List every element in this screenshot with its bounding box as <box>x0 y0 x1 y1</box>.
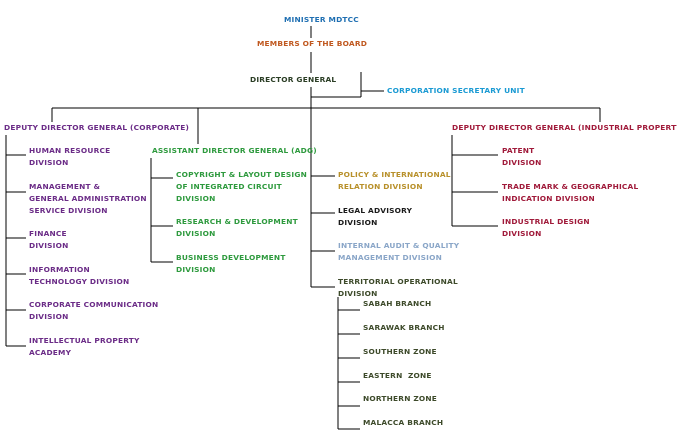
line-2: DIVISION <box>29 158 69 167</box>
line-1: CORPORATE COMMUNICATION <box>29 300 159 309</box>
corporate-communication-division: CORPORATE COMMUNICATION DIVISION <box>29 299 158 323</box>
research-development-division: RESEARCH & DEVELOPMENT DIVISION <box>176 216 298 240</box>
business-development-division: BUSINESS DEVELOPMENT DIVISION <box>176 252 286 276</box>
human-resource-division: HUMAN RESOURCE DIVISION <box>29 145 110 169</box>
zone-southern: SOUTHERN ZONE <box>363 347 437 356</box>
line-2: DIVISION <box>338 289 378 298</box>
trademark-gi-division: TRADE MARK & GEOGRAPHICAL INDICATION DIV… <box>502 181 638 205</box>
line-1: LEGAL ADVISORY <box>338 206 413 215</box>
industrial-design-division: INDUSTRIAL DESIGN DIVISION <box>502 216 590 240</box>
line-2: DIVISION <box>29 312 69 321</box>
zone-eastern: EASTERN ZONE <box>363 371 432 380</box>
line-1: PATENT <box>502 146 535 155</box>
copyright-layout-division: COPYRIGHT & LAYOUT DESIGN OF INTEGRATED … <box>176 169 307 205</box>
line-2: DIVISION <box>502 229 542 238</box>
line-1: INDUSTRIAL DESIGN <box>502 217 590 226</box>
adg-label: ASSISTANT DIRECTOR GENERAL (ADG) <box>152 146 317 155</box>
line-1: INTERNAL AUDIT & QUALITY <box>338 241 460 250</box>
line-1: FINANCE <box>29 229 67 238</box>
branch-sabah: SABAH BRANCH <box>363 299 432 308</box>
line-1: POLICY & INTERNATIONAL <box>338 170 451 179</box>
line-2: RELATION DIVISION <box>338 182 423 191</box>
line-1: HUMAN RESOURCE <box>29 146 111 155</box>
director-general-label: DIRECTOR GENERAL <box>250 75 337 84</box>
board-label: MEMBERS OF THE BOARD <box>257 39 368 48</box>
line-1: INFORMATION <box>29 265 90 274</box>
it-division: INFORMATION TECHNOLOGY DIVISION <box>29 264 129 288</box>
line-2: ACADEMY <box>29 348 72 357</box>
ddg-corporate-label: DEPUTY DIRECTOR GENERAL (CORPORATE) <box>4 123 190 132</box>
line-1: MANAGEMENT & <box>29 182 101 191</box>
line-2: INDICATION DIVISION <box>502 194 595 203</box>
line-3: SERVICE DIVISION <box>29 206 108 215</box>
policy-international-division: POLICY & INTERNATIONAL RELATION DIVISION <box>338 169 451 193</box>
line-2: MANAGEMENT DIVISION <box>338 253 442 262</box>
branch-malacca: MALACCA BRANCH <box>363 418 444 427</box>
line-2: DIVISION <box>176 229 216 238</box>
line-2: DIVISION <box>338 218 378 227</box>
corporation-secretary-label: CORPORATION SECRETARY UNIT <box>387 86 525 95</box>
line-2: DIVISION <box>502 158 542 167</box>
line-1: RESEARCH & DEVELOPMENT <box>176 217 298 226</box>
internal-audit-division: INTERNAL AUDIT & QUALITY MANAGEMENT DIVI… <box>338 240 459 264</box>
line-2: DIVISION <box>176 265 216 274</box>
line-1: INTELLECTUAL PROPERTY <box>29 336 140 345</box>
line-1: COPYRIGHT & LAYOUT DESIGN <box>176 170 308 179</box>
line-1: TERRITORIAL OPERATIONAL <box>338 277 458 286</box>
minister-label: MINISTER MDTCC <box>284 15 359 24</box>
line-2: TECHNOLOGY DIVISION <box>29 277 130 286</box>
ip-academy: INTELLECTUAL PROPERTY ACADEMY <box>29 335 140 359</box>
territorial-operational-division: TERRITORIAL OPERATIONAL DIVISION <box>338 276 458 300</box>
patent-division: PATENT DIVISION <box>502 145 542 169</box>
line-1: TRADE MARK & GEOGRAPHICAL <box>502 182 639 191</box>
line-2: GENERAL ADMINISTRATION <box>29 194 147 203</box>
line-2: DIVISION <box>29 241 69 250</box>
branch-sarawak: SARAWAK BRANCH <box>363 323 445 332</box>
line-2: OF INTEGRATED CIRCUIT <box>176 182 282 191</box>
legal-advisory-division: LEGAL ADVISORY DIVISION <box>338 205 412 229</box>
management-admin-division: MANAGEMENT & GENERAL ADMINISTRATION SERV… <box>29 181 147 217</box>
zone-northern: NORTHERN ZONE <box>363 394 438 403</box>
finance-division: FINANCE DIVISION <box>29 228 69 252</box>
ddg-industrial-label: DEPUTY DIRECTOR GENERAL (INDUSTRIAL PROP… <box>452 123 677 132</box>
line-1: BUSINESS DEVELOPMENT <box>176 253 286 262</box>
line-3: DIVISION <box>176 194 216 203</box>
